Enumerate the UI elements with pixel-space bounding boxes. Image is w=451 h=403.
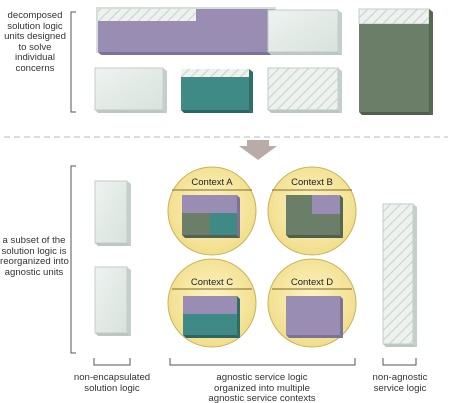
middle-note-line: solution logic is <box>1 245 67 257</box>
bracket-agnostic <box>169 358 356 366</box>
unit-olive-tall <box>358 8 433 115</box>
label-non-encapsulated-line: solution logic <box>84 382 140 394</box>
top-note-line: decomposed <box>7 10 63 21</box>
label-agnostic-line: agnostic service contexts <box>208 393 316 403</box>
unit-teal <box>181 69 253 113</box>
non-encapsulated-unit-top <box>94 180 131 246</box>
top-note-line: concerns <box>15 62 55 74</box>
middle-bracket <box>70 165 76 354</box>
unit-hatched <box>267 67 342 113</box>
down-arrow <box>239 140 277 160</box>
non-agnostic-unit <box>382 203 417 347</box>
top-bracket <box>70 11 76 113</box>
context-a <box>167 166 257 256</box>
top-note-line: to solve <box>18 41 52 53</box>
top-note-line: solution logic <box>7 20 63 32</box>
context-c-label: Context C <box>191 277 233 288</box>
middle-note-line: reorganized into <box>0 256 69 268</box>
context-b <box>267 166 357 256</box>
label-non-encapsulated-line: non-encapsulated <box>73 372 151 383</box>
label-non-encapsulated: non-encapsulated solution logic <box>72 372 152 394</box>
top-note-line: units designed <box>4 31 66 43</box>
context-b-label: Context B <box>291 177 333 188</box>
middle-note: a subset of the solution logic is reorga… <box>0 235 69 278</box>
label-agnostic-line: organized into multiple <box>214 382 310 394</box>
middle-note-line: agnostic units <box>4 266 64 278</box>
context-d <box>267 258 357 348</box>
label-non-agnostic: non-agnostic service logic <box>369 372 431 394</box>
bracket-non-agnostic <box>382 358 417 366</box>
non-encapsulated-unit-bottom <box>94 266 131 336</box>
unit-pale-left <box>94 67 167 113</box>
context-c <box>167 258 257 348</box>
context-d-label: Context D <box>291 277 333 288</box>
label-non-agnostic-line: service logic <box>373 382 427 394</box>
label-agnostic: agnostic service logic organized into mu… <box>192 372 332 403</box>
bracket-non-encapsulated <box>93 358 131 366</box>
middle-note-line: a subset of the <box>2 235 66 246</box>
unit-large-purple <box>96 7 278 55</box>
top-note: decomposed solution logic units designed… <box>2 10 68 75</box>
top-note-line: individual <box>14 52 55 64</box>
context-a-label: Context A <box>191 177 233 188</box>
unit-pale-top <box>267 9 342 55</box>
label-non-agnostic-line: non-agnostic <box>372 372 428 383</box>
label-agnostic-line: agnostic service logic <box>216 372 308 383</box>
